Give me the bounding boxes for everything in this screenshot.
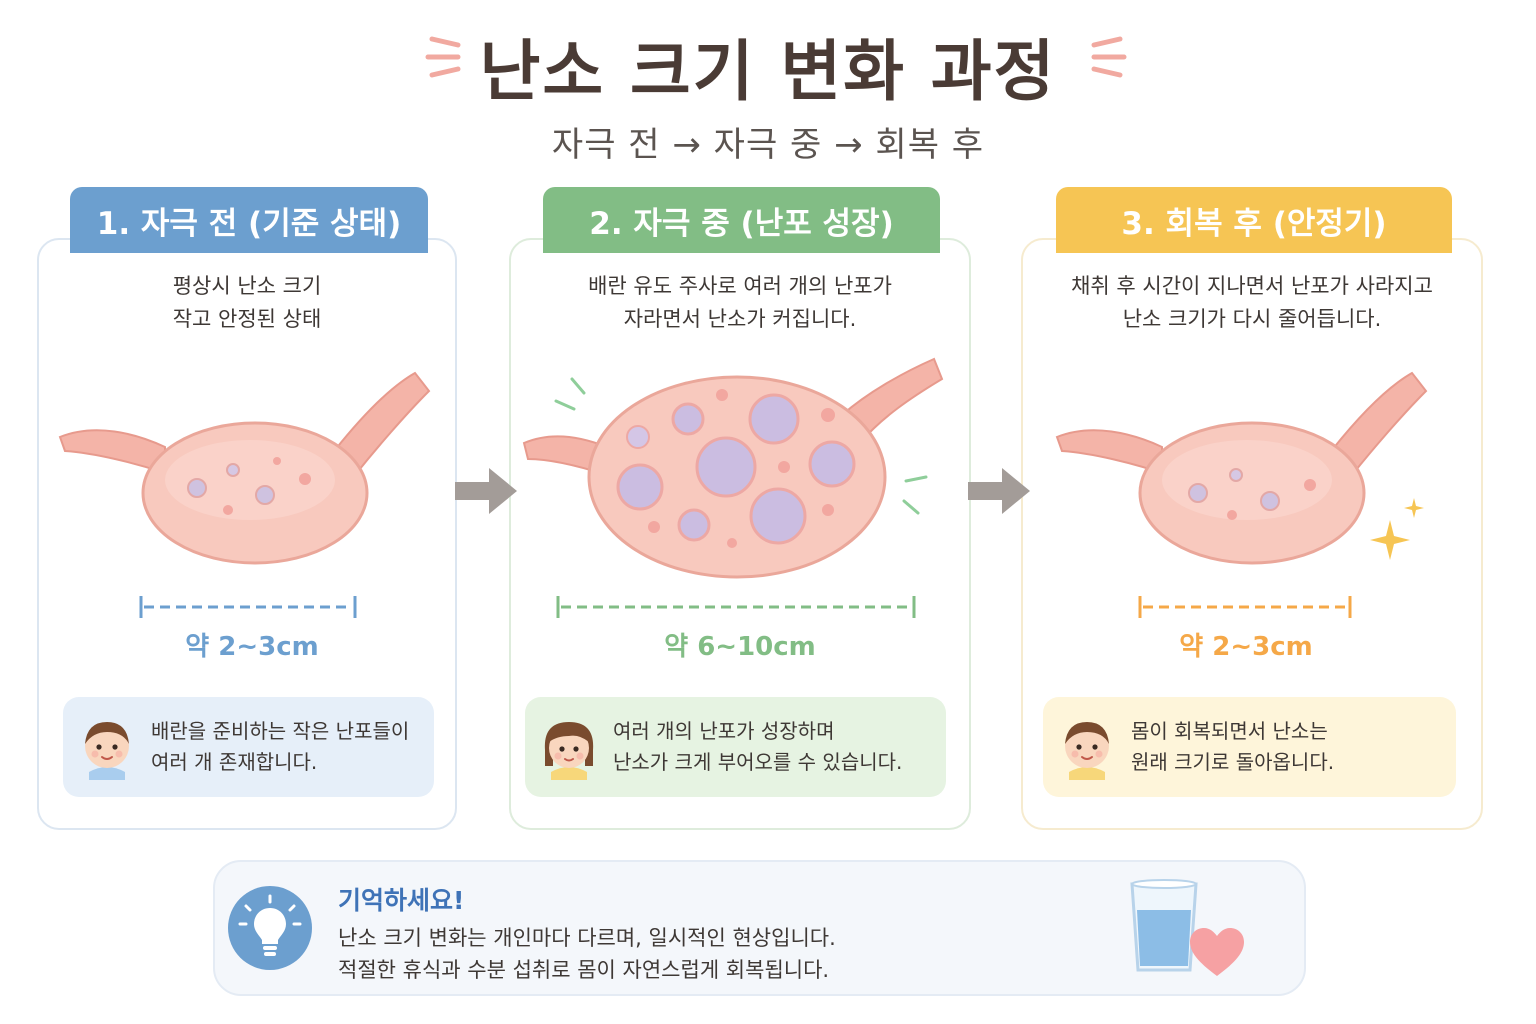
- lightbulb-icon: [228, 886, 312, 970]
- tip-text-line: 적절한 휴식과 수분 섭취로 몸이 자연스럽게 회복됩니다.: [338, 958, 830, 982]
- note-line: 여러 개 존재합니다.: [151, 750, 318, 774]
- description-line: 배란 유도 주사로 여러 개의 난포가: [588, 274, 892, 298]
- title-deco-right: [1091, 36, 1127, 78]
- swell-mark: [902, 499, 920, 515]
- description-line: 작고 안정된 상태: [172, 307, 322, 331]
- size-label-before: 약 2~3cm: [185, 632, 319, 662]
- description-line: 평상시 난소 크기: [172, 274, 322, 298]
- description-line: 채취 후 시간이 지나면서 난포가 사라지고: [1071, 274, 1433, 298]
- water-glass-icon: [1130, 879, 1198, 972]
- ovary-illustration-after: [1055, 371, 1428, 565]
- tip-title: 기억하세요!: [338, 886, 465, 915]
- size-bar-after: [1138, 596, 1352, 618]
- size-bar-before: [139, 596, 357, 618]
- note-line: 몸이 회복되면서 난소는: [1131, 719, 1328, 743]
- stage-note-after: 몸이 회복되면서 난소는 원래 크기로 돌아옵니다.: [1043, 697, 1456, 797]
- note-line: 난소가 크게 부어오를 수 있습니다.: [613, 750, 903, 774]
- note-text: 몸이 회복되면서 난소는 원래 크기로 돌아옵니다.: [1131, 716, 1334, 778]
- right-arrow-icon: [455, 468, 517, 514]
- stage-note-during: 여러 개의 난포가 성장하며 난소가 크게 부어오를 수 있습니다.: [525, 697, 946, 797]
- heart-icon: [1190, 928, 1244, 976]
- size-label-after: 약 2~3cm: [1179, 632, 1313, 662]
- description-line: 난소 크기가 다시 줄어듭니다.: [1122, 307, 1382, 331]
- boy-face-icon: [85, 722, 129, 780]
- description-line: 자라면서 난소가 커집니다.: [623, 307, 857, 331]
- stage-note-before: 배란을 준비하는 작은 난포들이 여러 개 존재합니다.: [63, 697, 434, 797]
- note-line: 여러 개의 난포가 성장하며: [613, 719, 835, 743]
- note-text: 배란을 준비하는 작은 난포들이 여러 개 존재합니다.: [151, 716, 409, 778]
- page-subtitle: 자극 전 → 자극 중 → 회복 후: [551, 125, 985, 165]
- title-deco-left: [425, 36, 461, 78]
- size-label-during: 약 6~10cm: [664, 632, 816, 662]
- stage-tab-before: 1. 자극 전 (기준 상태): [70, 187, 428, 253]
- tip-panel: [213, 860, 1306, 996]
- note-line: 원래 크기로 돌아옵니다.: [1131, 750, 1335, 774]
- girl-face-icon: [544, 722, 594, 780]
- stage-description-after: 채취 후 시간이 지나면서 난포가 사라지고 난소 크기가 다시 줄어듭니다.: [1021, 270, 1483, 336]
- sparkle-icon: [1370, 498, 1424, 560]
- stage-description-before: 평상시 난소 크기 작고 안정된 상태: [37, 270, 457, 336]
- swell-mark: [904, 475, 928, 483]
- tip-text-line: 난소 크기 변화는 개인마다 다르며, 일시적인 현상입니다.: [338, 926, 836, 950]
- stage-tab-during: 2. 자극 중 (난포 성장): [543, 187, 940, 253]
- swell-mark: [554, 399, 576, 411]
- right-arrow-icon: [968, 468, 1030, 514]
- size-bar-during: [556, 596, 916, 618]
- note-line: 배란을 준비하는 작은 난포들이: [151, 719, 410, 743]
- stage-description-during: 배란 유도 주사로 여러 개의 난포가 자라면서 난소가 커집니다.: [509, 270, 971, 336]
- page-title: 난소 크기 변화 과정: [479, 33, 1057, 110]
- boy-face-icon: [1065, 722, 1109, 780]
- ovary-illustration-during: [522, 357, 944, 579]
- note-text: 여러 개의 난포가 성장하며 난소가 크게 부어오를 수 있습니다.: [613, 716, 902, 778]
- ovary-illustration-before: [58, 371, 431, 565]
- stage-tab-after: 3. 회복 후 (안정기): [1056, 187, 1452, 253]
- swell-mark: [570, 377, 586, 395]
